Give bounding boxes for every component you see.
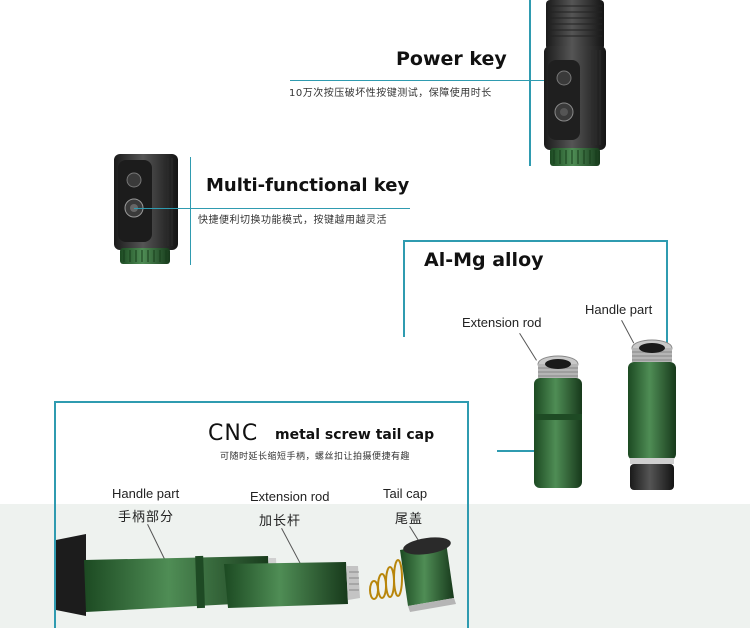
power-accent-line-horizontal xyxy=(290,80,560,81)
power-accent-line-vertical xyxy=(529,0,531,166)
cnc-handle-label-en: Handle part xyxy=(112,486,180,501)
power-key-title: Power key xyxy=(396,48,507,70)
multi-accent-line-horizontal xyxy=(134,208,410,209)
alloy-title: Al-Mg alloy xyxy=(424,249,544,271)
cnc-extension-label-en: Extension rod xyxy=(250,489,330,504)
cnc-tail-label-zh: 尾盖 xyxy=(395,512,424,527)
alloy-frame-left xyxy=(403,240,405,337)
alloy-extension-label: Extension rod xyxy=(462,315,542,330)
cnc-title-small: metal screw tail cap xyxy=(275,427,435,443)
alloy-frame-top xyxy=(403,240,668,242)
cnc-frame-left xyxy=(54,401,56,628)
cnc-title-big: CNC xyxy=(208,421,259,446)
alloy-frame-bottom-left xyxy=(497,450,542,452)
multi-accent-line-vertical xyxy=(190,157,191,265)
power-key-caption: 10万次按压破坏性按键测试，保障使用时长 xyxy=(289,88,492,99)
cnc-extension-label-zh: 加长杆 xyxy=(259,514,302,529)
cnc-tail-label-en: Tail cap xyxy=(383,486,428,501)
cnc-caption: 可随时延长缩短手柄，螺丝扣让拍摄便捷有趣 xyxy=(220,452,411,462)
alloy-handle-label: Handle part xyxy=(585,302,653,317)
cnc-assembly-image xyxy=(56,534,456,616)
cnc-frame-right xyxy=(467,401,469,628)
cnc-frame-top xyxy=(54,401,469,403)
cnc-handle-label-zh: 手柄部分 xyxy=(118,510,175,525)
alloy-rods-image xyxy=(534,339,676,490)
multi-key-device-image xyxy=(114,154,178,264)
multi-key-title: Multi-functional key xyxy=(206,175,410,196)
multi-key-caption: 快捷便利切换功能模式，按键越用越灵活 xyxy=(198,215,387,226)
power-key-device-image xyxy=(544,0,606,166)
